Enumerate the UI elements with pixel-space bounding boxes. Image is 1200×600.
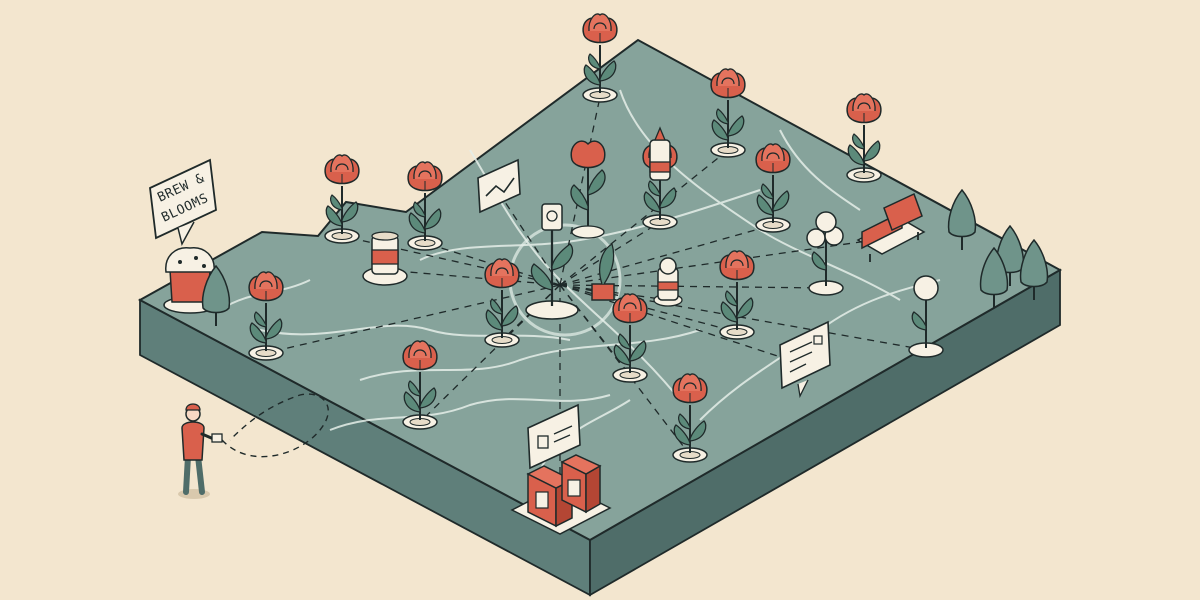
trash-icon <box>537 435 549 449</box>
shop-callout-sign[interactable] <box>527 403 581 470</box>
gardener-figure-icon[interactable] <box>178 403 223 499</box>
storefront-buildings-icon[interactable] <box>510 454 612 535</box>
bollard-marker[interactable] <box>653 257 683 307</box>
dandelion-marker[interactable] <box>908 275 944 358</box>
cotton-flower-marker[interactable] <box>806 211 844 296</box>
central-plant-cluster <box>525 140 615 320</box>
coffee-cup-marker[interactable] <box>362 231 408 286</box>
receipt-callout-sign[interactable] <box>779 320 831 399</box>
chart-callout-sign[interactable] <box>477 158 521 214</box>
gardener-dashed-path <box>221 393 329 458</box>
park-bench-icon[interactable] <box>856 192 926 262</box>
planter-box-icon <box>591 283 615 301</box>
trend-line-icon <box>485 177 515 197</box>
lighthouse-marker[interactable] <box>642 126 678 230</box>
shop-sign: BREW & BLOOMS <box>149 158 217 247</box>
lamp-icon <box>541 203 563 231</box>
